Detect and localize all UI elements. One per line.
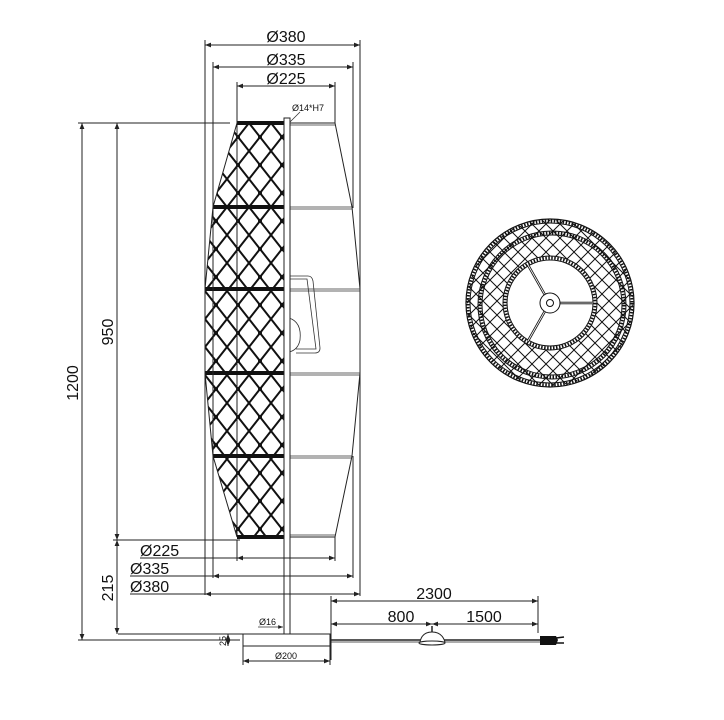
dim-d380-top: Ø380	[266, 29, 305, 46]
dim-950: 950	[100, 319, 117, 346]
dim-d335-top: Ø335	[266, 52, 305, 69]
dim-d225-bottom: Ø225	[140, 543, 179, 560]
dim-215: 215	[100, 575, 117, 602]
shade-side-view	[204, 121, 361, 539]
base: Ø200 25	[218, 633, 331, 665]
top-dimensions: Ø380 Ø335 Ø225	[204, 29, 361, 595]
pole	[283, 117, 291, 635]
dim-base-diameter: Ø200	[275, 651, 297, 661]
dim-d380-bottom: Ø380	[130, 579, 169, 596]
dim-base-thickness: 25	[218, 636, 228, 646]
socket-label: Ø14*H7	[292, 103, 324, 113]
dim-d225-top: Ø225	[266, 71, 305, 88]
dim-d335-bottom: Ø335	[130, 561, 169, 578]
cable: 2300 800 1500	[330, 586, 565, 660]
dim-pole: Ø16	[259, 617, 276, 627]
bottom-dimensions: Ø225 Ø335 Ø380	[130, 373, 361, 597]
dim-cable-switch: 800	[388, 609, 415, 626]
dim-1200: 1200	[65, 365, 82, 401]
plug-icon	[540, 636, 565, 645]
dim-cable-plug: 1500	[466, 609, 502, 626]
dim-cable-total: 2300	[416, 586, 452, 603]
shade-top-view	[465, 218, 635, 388]
foot-switch-icon	[418, 626, 446, 646]
